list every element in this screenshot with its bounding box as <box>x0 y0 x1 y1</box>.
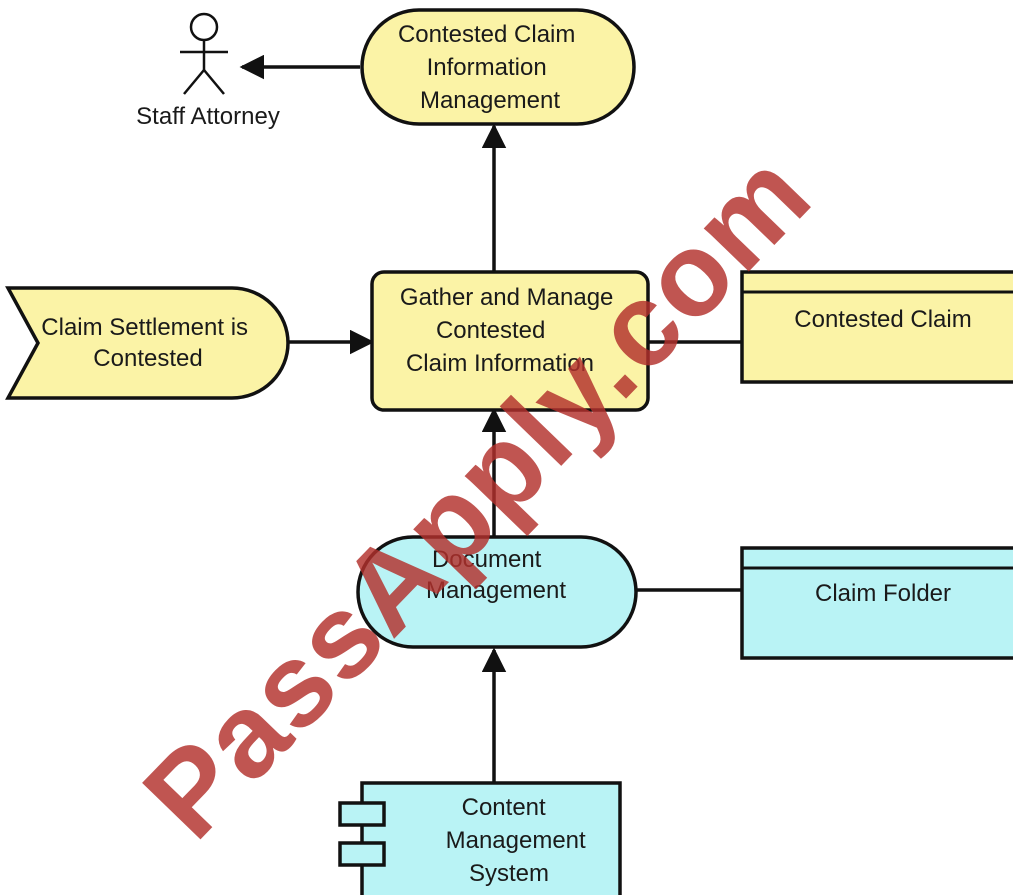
app-service-text: Document Management <box>426 546 566 604</box>
service-shape <box>360 8 636 126</box>
service-line-2: Information <box>427 54 547 81</box>
node-document-management[interactable]: Document Management <box>356 535 638 649</box>
app-service-shape <box>356 535 638 649</box>
component-line-1: Content <box>462 794 546 821</box>
event-line-2: Contested <box>93 345 202 372</box>
node-claim-settlement-contested[interactable]: Claim Settlement is Contested <box>5 286 290 400</box>
component-shape <box>360 781 622 895</box>
node-content-management-system[interactable]: Content Management System <box>338 781 622 895</box>
node-contested-claim[interactable]: Contested Claim <box>740 270 1013 384</box>
data-object-label: Contested Claim <box>794 306 971 333</box>
process-line-3: Claim Information <box>406 350 594 377</box>
stick-figure-icon <box>180 12 228 95</box>
component-line-3: System <box>469 860 549 887</box>
event-text: Claim Settlement is Contested <box>41 314 254 372</box>
process-text: Gather and Manage Contested Claim Inform… <box>400 284 620 377</box>
app-service-line-1: Document <box>432 546 542 573</box>
event-line-1: Claim Settlement is <box>41 314 248 341</box>
service-line-3: Management <box>420 87 560 114</box>
data-object-shape <box>740 270 1013 384</box>
actor-staff-attorney[interactable]: Staff Attorney <box>136 12 280 130</box>
process-shape <box>370 270 650 412</box>
node-gather-and-manage[interactable]: Gather and Manage Contested Claim Inform… <box>370 270 650 412</box>
component-tab-top-icon <box>338 801 386 827</box>
component-text: Content Management System <box>446 794 593 887</box>
node-contested-claim-information-management[interactable]: Contested Claim Information Management <box>360 8 636 126</box>
component-tab-bottom-icon <box>338 841 386 867</box>
service-text: Contested Claim Information Management <box>398 21 582 114</box>
connectors <box>239 54 742 783</box>
app-service-line-2: Management <box>426 577 566 604</box>
watermark: PassApply.com <box>119 127 836 863</box>
process-line-1: Gather and Manage <box>400 284 613 311</box>
event-shape <box>5 286 290 400</box>
service-line-1: Contested Claim <box>398 21 575 48</box>
actor-label: Staff Attorney <box>136 103 280 130</box>
claim-folder-shape <box>740 546 1013 660</box>
claim-folder-label: Claim Folder <box>815 580 951 607</box>
component-line-2: Management <box>446 827 586 854</box>
node-claim-folder[interactable]: Claim Folder <box>740 546 1013 660</box>
process-line-2: Contested <box>436 317 545 344</box>
